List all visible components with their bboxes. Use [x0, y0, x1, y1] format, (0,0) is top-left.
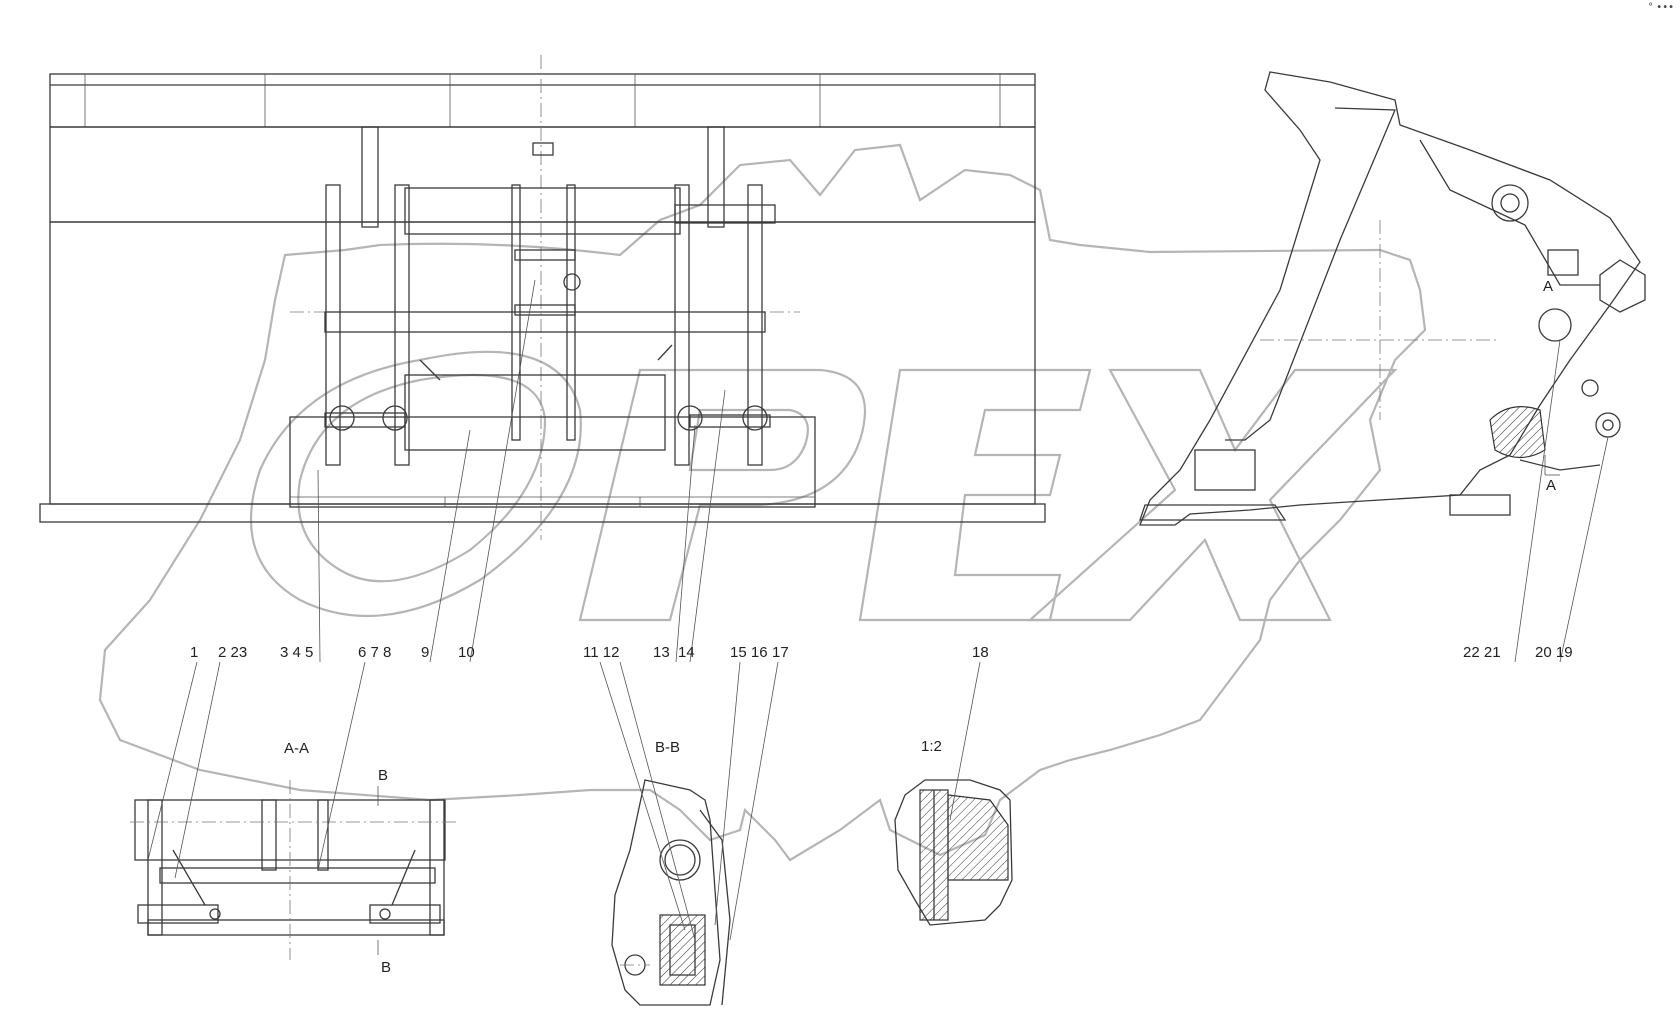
pivot-pin	[1491, 184, 1529, 222]
callout-labels: 1 2 23 3 4 5 6 7 8 9 10 11 12 13 14 15 1…	[190, 644, 1573, 661]
callout-14: 14	[678, 644, 695, 661]
hinge-tube	[404, 187, 681, 235]
callout-6-7-8: 6 7 8	[358, 644, 391, 661]
bucket-side-profile	[1139, 71, 1641, 526]
callout-13: 13	[653, 644, 670, 661]
callout-15-16: 15 16	[730, 644, 768, 661]
callout-9: 9	[421, 644, 429, 661]
watermark-letter-o	[249, 350, 582, 618]
cut-mark-b-top: B	[378, 767, 388, 784]
callout-18: 18	[972, 644, 989, 661]
cut-mark-a-bottom: A	[1546, 477, 1556, 494]
corner-mark: ° •••	[1648, 2, 1674, 13]
cut-mark-a-top: A	[1543, 278, 1553, 295]
section-bb-title: B-B	[655, 739, 680, 756]
bucket-cutting-edge	[39, 503, 1046, 523]
section-aa-title: A-A	[284, 740, 309, 757]
watermark-letter-x	[1027, 368, 1398, 622]
callout-10: 10	[458, 644, 475, 661]
callout-11-12: 11 12	[583, 644, 619, 661]
bucket-top-rail	[49, 73, 1036, 128]
detail-view	[894, 779, 1013, 926]
pin-section	[659, 839, 701, 881]
side-view	[1139, 71, 1646, 526]
callout-17: 17	[772, 644, 789, 661]
callout-3-4-5: 3 4 5	[280, 644, 313, 661]
bucket-back-plate	[49, 126, 1036, 223]
view-titles: A-A B-B 1:2 B B A A	[284, 278, 1556, 976]
cylinder-mount	[404, 374, 666, 451]
callout-2-23: 2 23	[218, 644, 247, 661]
watermark-gear-outline	[98, 143, 1427, 862]
callout-1: 1	[190, 644, 198, 661]
detail-scale-label: 1:2	[921, 738, 942, 755]
callout-20-19: 20 19	[1535, 644, 1573, 661]
section-a-a	[130, 780, 460, 960]
leader-lines	[147, 279, 1609, 941]
section-b-b	[611, 779, 731, 1006]
callout-22-21: 22 21	[1463, 644, 1501, 661]
cut-mark-b-bottom: B	[381, 959, 391, 976]
watermark-letter-e	[858, 368, 1092, 622]
front-view	[39, 55, 1046, 540]
